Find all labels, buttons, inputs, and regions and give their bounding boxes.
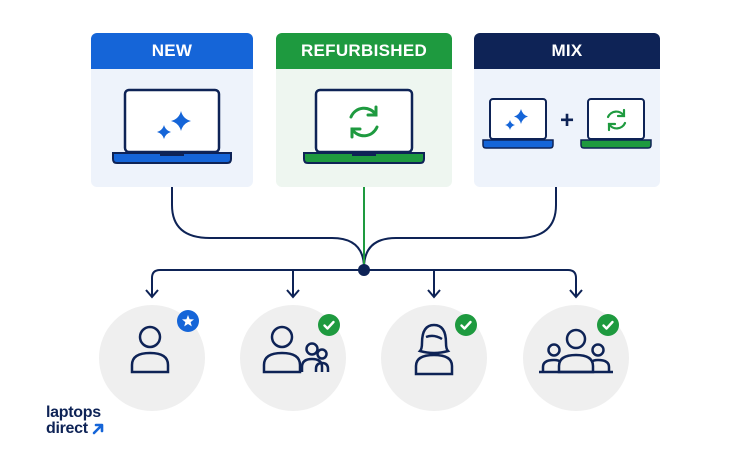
female-user-icon	[414, 323, 454, 376]
connector-mix	[363, 187, 557, 269]
connector-new	[171, 187, 365, 269]
user-segment-1	[99, 305, 205, 411]
laptop-refresh-icon	[303, 88, 425, 164]
option-title-new: NEW	[91, 33, 253, 69]
single-user-icon	[130, 325, 170, 374]
logo-line-1: laptops	[46, 404, 101, 421]
check-badge-icon	[597, 314, 619, 336]
plus-operator: +	[560, 107, 574, 134]
refurbished-laptop-icon	[580, 98, 652, 149]
arrow-3-icon	[427, 289, 441, 299]
junction-dot	[358, 264, 370, 276]
sparkle-icon	[157, 111, 191, 139]
option-card-new: NEW	[91, 33, 253, 187]
laptop-plus-icon: +	[482, 98, 652, 149]
check-badge-icon	[455, 314, 477, 336]
option-title-refurbished: REFURBISHED	[276, 33, 452, 69]
laptops-direct-logo: laptops direct	[46, 405, 105, 437]
refresh-icon	[349, 105, 379, 139]
new-laptop-icon	[482, 98, 554, 149]
arrow-1-icon	[145, 289, 159, 299]
logo-line-2: direct	[46, 420, 88, 437]
check-badge-icon	[318, 314, 340, 336]
arrow-2-icon	[286, 289, 300, 299]
option-title-mix: MIX	[474, 33, 660, 69]
user-segment-4	[523, 305, 629, 411]
laptop-sparkle-icon	[112, 88, 232, 164]
user-with-group-icon	[262, 325, 330, 374]
user-segment-3	[381, 305, 487, 411]
option-card-refurbished: REFURBISHED	[276, 33, 452, 187]
arrow-4-icon	[569, 289, 583, 299]
star-badge-icon	[177, 310, 199, 332]
user-segment-2	[240, 305, 346, 411]
team-users-icon	[539, 328, 613, 374]
arrow-up-right-icon	[92, 423, 104, 435]
option-card-mix: MIX +	[474, 33, 660, 187]
